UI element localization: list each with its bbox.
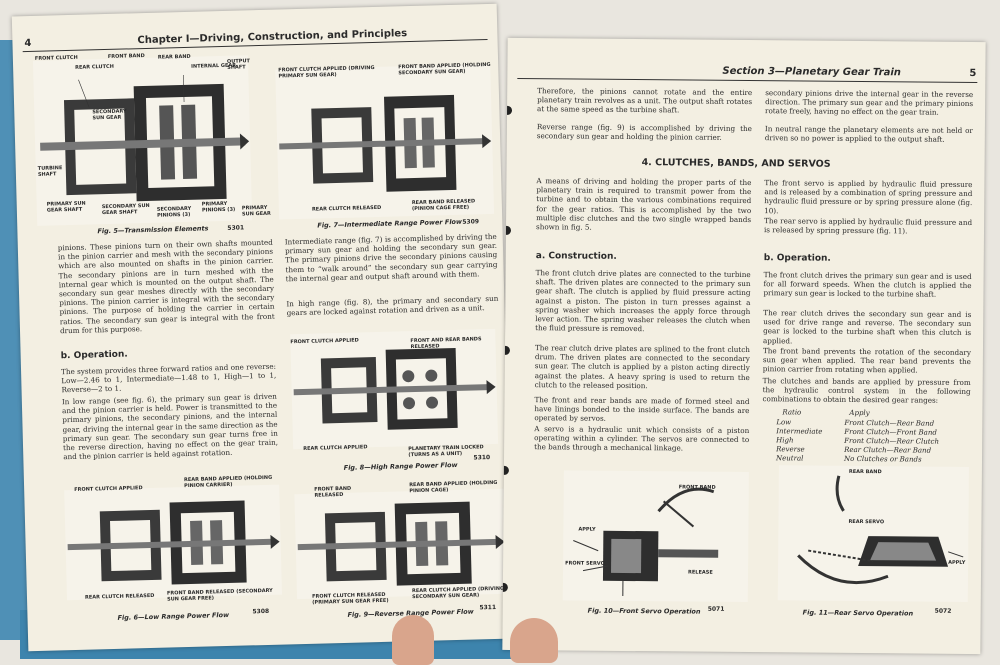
section-heading: 4. CLUTCHES, BANDS, AND SERVOS xyxy=(642,157,831,170)
ratio-cell: Intermediate xyxy=(776,427,822,436)
operation-heading: b. Operation. xyxy=(764,253,831,264)
reverse-range-drawing xyxy=(294,489,507,599)
fig8-number: 5310 xyxy=(473,454,490,461)
fig5-label-primary-sun-gear-shaft: PRIMARY SUN GEAR SHAFT xyxy=(47,200,95,213)
fig5-label-rear-clutch: REAR CLUTCH xyxy=(75,64,114,71)
left-operation-heading: b. Operation. xyxy=(61,350,128,362)
left-text-intermediate: Intermediate range (fig. 7) is accomplis… xyxy=(285,232,498,284)
fig7-label-rear-band-released: REAR BAND RELEASED (PINION CAGE FREE) xyxy=(412,198,492,212)
binder-hole xyxy=(503,106,512,115)
header-rule xyxy=(517,78,977,83)
fig11-label-rear-band: REAR BAND xyxy=(849,469,882,475)
fig9-label-rear-band-applied: REAR BAND APPLIED (HOLDING PINION CAGE) xyxy=(409,480,499,494)
fig10-label-front-band: FRONT BAND xyxy=(679,484,716,490)
fig5-label-primary-sun-gear: PRIMARY SUN GEAR xyxy=(242,205,272,218)
fig11-caption: Fig. 11—Rear Servo Operation xyxy=(803,609,913,618)
col2-front-band-text: The front band prevents the rotation of … xyxy=(763,346,971,375)
fig7-label-front-band-applied: FRONT BAND APPLIED (HOLDING SECONDARY SU… xyxy=(398,62,493,76)
ratio-cell: High xyxy=(776,436,793,445)
ratio-table: Ratio Apply Low Front Clutch—Rear Band I… xyxy=(508,38,986,42)
col1-rear-clutch-text: The rear clutch drive plates are splined… xyxy=(535,343,750,391)
fig5-label-secondary-pinions: SECONDARY PINIONS (3) xyxy=(157,206,202,219)
fig5-label-primary-pinions: PRIMARY PINIONS (3) xyxy=(202,201,237,214)
fig8-label-rear-clutch-applied: REAR CLUTCH APPLIED xyxy=(303,444,373,452)
figure-6-low-range xyxy=(64,485,282,601)
figure-11-rear-servo xyxy=(778,465,969,602)
fig10-caption: Fig. 10—Front Servo Operation xyxy=(588,607,701,616)
fig5-label-front-band: FRONT BAND xyxy=(108,53,145,60)
left-text-pinions: pinions. These pinions turn on their own… xyxy=(58,238,275,336)
left-text-high-range: In high range (fig. 8), the primary and … xyxy=(286,294,498,318)
col1-front-clutch-text: The front clutch drive plates are connec… xyxy=(535,268,751,334)
hand-finger xyxy=(510,618,558,663)
fig5-label-front-clutch: FRONT CLUTCH xyxy=(35,55,78,62)
col2-rear-servo-text: The rear servo is applied by hydraulic f… xyxy=(764,216,972,236)
left-page: 4 Chapter I—Driving, Construction, and P… xyxy=(12,4,513,651)
fig11-number: 5072 xyxy=(935,608,952,615)
construction-heading: a. Construction. xyxy=(536,251,617,262)
fig7-number: 5309 xyxy=(462,218,479,225)
col2-front-clutch-drives-text: The front clutch drives the primary sun … xyxy=(763,270,971,299)
col1-pinions-text: Therefore, the pinions cannot rotate and… xyxy=(537,86,752,115)
col1-bands-text: The front and rear bands are made of for… xyxy=(534,395,749,424)
fig5-number: 5301 xyxy=(227,224,244,231)
binder-hole xyxy=(502,226,511,235)
fig8-label-bands-released: FRONT AND REAR BANDS RELEASED xyxy=(410,336,495,350)
col1-servo-text: A servo is a hydraulic unit which consis… xyxy=(534,424,749,453)
col2-clutches-bands-text: The clutches and bands are applied by pr… xyxy=(762,376,970,405)
col2-neutral-text: In neutral range the planetary elements … xyxy=(765,124,973,144)
fig5-label-rear-band: REAR BAND xyxy=(158,54,191,61)
ratio-header: Ratio xyxy=(782,408,801,417)
fig8-caption: Fig. 8—High Range Power Flow xyxy=(344,461,458,472)
col2-rear-clutch-drives-text: The rear clutch drives the secondary sun… xyxy=(763,308,971,347)
ratio-cell: Low xyxy=(776,418,791,427)
fig9-label-front-clutch-released: FRONT CLUTCH RELEASED (PRIMARY SUN GEAR … xyxy=(312,591,402,605)
fig7-caption: Fig. 7—Intermediate Range Power Flow xyxy=(317,218,462,230)
fig11-label-apply: APPLY xyxy=(948,560,965,566)
fig5-label-turbine-shaft: TURBINE SHAFT xyxy=(38,165,66,178)
fig5-label-secondary-sun-gear-shaft: SECONDARY SUN GEAR SHAFT xyxy=(102,203,150,216)
fig10-label-front-servo: FRONT SERVO xyxy=(565,560,605,566)
figure-10-front-servo xyxy=(563,470,749,602)
hand-thumb xyxy=(392,615,434,665)
fig5-label-output-shaft: OUTPUT SHAFT xyxy=(227,58,257,71)
figure-7-intermediate-range xyxy=(275,64,494,220)
fig10-number: 5071 xyxy=(708,606,725,613)
col1-reverse-text: Reverse range (fig. 9) is accomplished b… xyxy=(537,122,752,142)
left-text-low-range: In low range (see fig. 6), the primary s… xyxy=(62,392,279,462)
figure-9-reverse-range xyxy=(294,489,507,599)
page-number: 4 xyxy=(24,38,31,49)
fig10-label-apply: APPLY xyxy=(578,527,595,533)
fig10-label-release: RELEASE xyxy=(688,570,713,576)
front-servo-drawing xyxy=(563,470,749,602)
apply-header: Apply xyxy=(849,409,869,418)
fig5-label-secondary-sun-gear: SECONDARY SUN GEAR xyxy=(92,108,132,121)
chapter-title: Chapter I—Driving, Construction, and Pri… xyxy=(137,28,407,46)
right-page: Section 3—Planetary Gear Train 5 Therefo… xyxy=(502,38,985,654)
apply-cell: No Clutches or Bands xyxy=(844,455,922,465)
fig6-number: 5308 xyxy=(252,608,269,615)
binder-hole xyxy=(502,583,508,592)
page-number: 5 xyxy=(969,68,976,79)
ratio-cell: Neutral xyxy=(776,454,803,463)
section-title: Section 3—Planetary Gear Train xyxy=(722,66,901,79)
fig6-label-rear-band-applied: REAR BAND APPLIED (HOLDING PINION CARRIE… xyxy=(184,475,279,489)
left-text-ratios: The system provides three forward ratios… xyxy=(61,362,277,395)
col2-secondary-pinions-text: secondary pinions drive the internal gea… xyxy=(765,88,973,117)
low-range-drawing xyxy=(64,485,282,601)
col2-front-servo-text: The front servo is applied by hydraulic … xyxy=(764,178,972,217)
fig9-label-rear-clutch-applied: REAR CLUTCH APPLIED (DRIVING SECONDARY S… xyxy=(412,586,507,600)
col1-means-text: A means of driving and holding the prope… xyxy=(536,176,751,233)
intermediate-range-drawing xyxy=(275,64,494,220)
fig6-label-rear-clutch-released: REAR CLUTCH RELEASED xyxy=(85,593,155,601)
binder-hole xyxy=(502,466,509,475)
ratio-cell: Reverse xyxy=(776,445,805,454)
fig6-caption: Fig. 6—Low Range Power Flow xyxy=(117,611,229,622)
fig6-label-front-band-released: FRONT BAND RELEASED (SECONDARY SUN GEAR … xyxy=(167,588,277,603)
fig11-label-rear-servo: REAR SERVO xyxy=(848,519,884,525)
fig9-number: 5311 xyxy=(479,604,496,611)
fig9-label-front-band-released: FRONT BAND RELEASED xyxy=(314,485,374,499)
fig5-caption: Fig. 5—Transmission Elements xyxy=(97,224,208,235)
rear-servo-drawing xyxy=(778,465,969,602)
